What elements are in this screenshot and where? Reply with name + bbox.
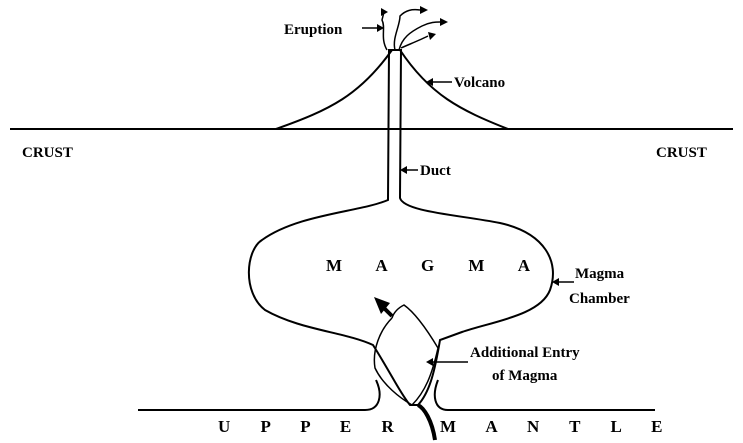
additional-pointer-head: [426, 358, 433, 366]
volcano-label: Volcano: [454, 75, 505, 91]
crust-label-right: CRUST: [656, 145, 707, 161]
upper-label: U P P E R: [218, 417, 407, 436]
eruption-label: Eruption: [284, 22, 343, 38]
duct-label: Duct: [420, 163, 451, 179]
crust-label-left: CRUST: [22, 145, 73, 161]
magma-chamber-label-line1: Magma: [575, 266, 625, 282]
upper-mantle-line-right: [435, 380, 655, 410]
additional-entry-label-line1: Additional Entry: [470, 345, 580, 361]
eruption-plumes: [381, 6, 448, 50]
feeder-arrow: [418, 405, 435, 440]
additional-entry-label-line2: of Magma: [492, 368, 558, 384]
upper-mantle-line-left: [138, 380, 380, 410]
magma-chamber-label-line2: Chamber: [569, 291, 630, 307]
magma-label: M A G M A: [326, 256, 545, 275]
mantle-label: M A N T L E: [440, 417, 675, 436]
volcano-cone-left: [276, 50, 392, 129]
